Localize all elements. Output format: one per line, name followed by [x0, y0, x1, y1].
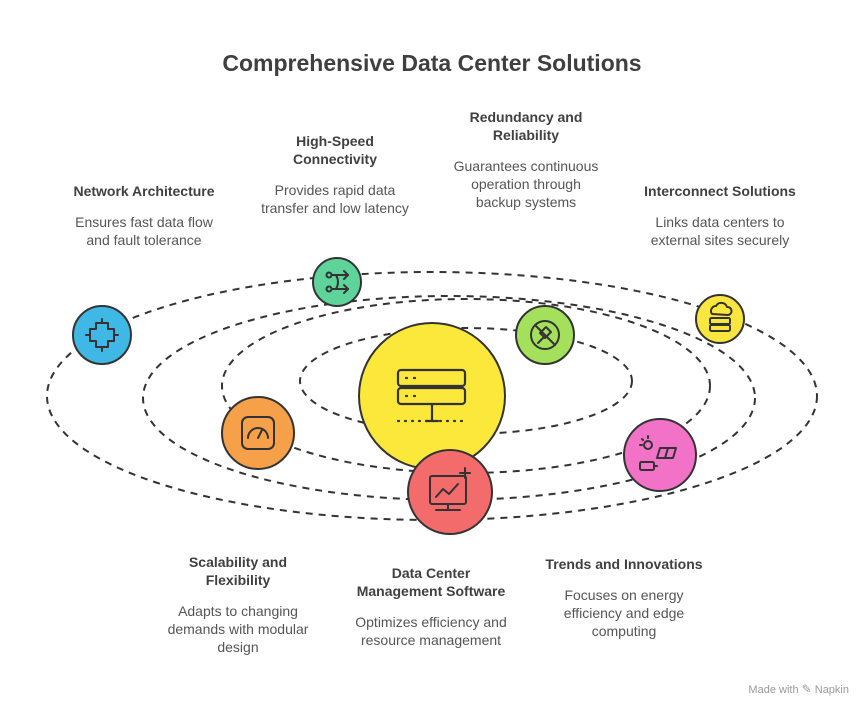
server-rack-icon [396, 368, 468, 423]
node-software[interactable] [407, 449, 493, 535]
node-network[interactable] [72, 305, 132, 365]
label-trends: Trends and Innovations Focuses on energy… [524, 555, 724, 640]
data-transfer-arrows-icon [325, 270, 349, 294]
diagram-title: Comprehensive Data Center Solutions [222, 50, 642, 76]
label-interconnect: Interconnect Solutions Links data center… [620, 182, 820, 249]
label-network: Network Architecture Ensures fast data f… [44, 182, 244, 249]
footer-brand: Napkin [814, 684, 849, 696]
node-redundancy[interactable] [515, 305, 575, 365]
solar-battery-icon [639, 435, 677, 471]
gauge-icon [241, 416, 275, 450]
label-trends-title: Trends and Innovations [545, 556, 703, 572]
circuit-chip-icon [85, 318, 119, 352]
analytics-monitor-icon [429, 467, 471, 511]
node-interconnect[interactable] [695, 294, 745, 344]
label-network-title: Network Architecture [73, 183, 215, 199]
orbit-ring-4 [46, 271, 818, 521]
node-trends[interactable] [623, 418, 697, 492]
node-scalability[interactable] [221, 396, 295, 470]
made-with-napkin-footer[interactable]: Made with ✎ Napkin [748, 682, 849, 696]
label-interconnect-title: Interconnect Solutions [644, 183, 796, 199]
center-node[interactable] [358, 322, 506, 470]
footer-text: Made with [748, 684, 799, 696]
unplugged-icon [530, 320, 560, 350]
cloud-server-icon [709, 301, 733, 332]
node-highspeed[interactable] [312, 257, 362, 307]
napkin-logo-icon: ✎ [801, 682, 812, 696]
